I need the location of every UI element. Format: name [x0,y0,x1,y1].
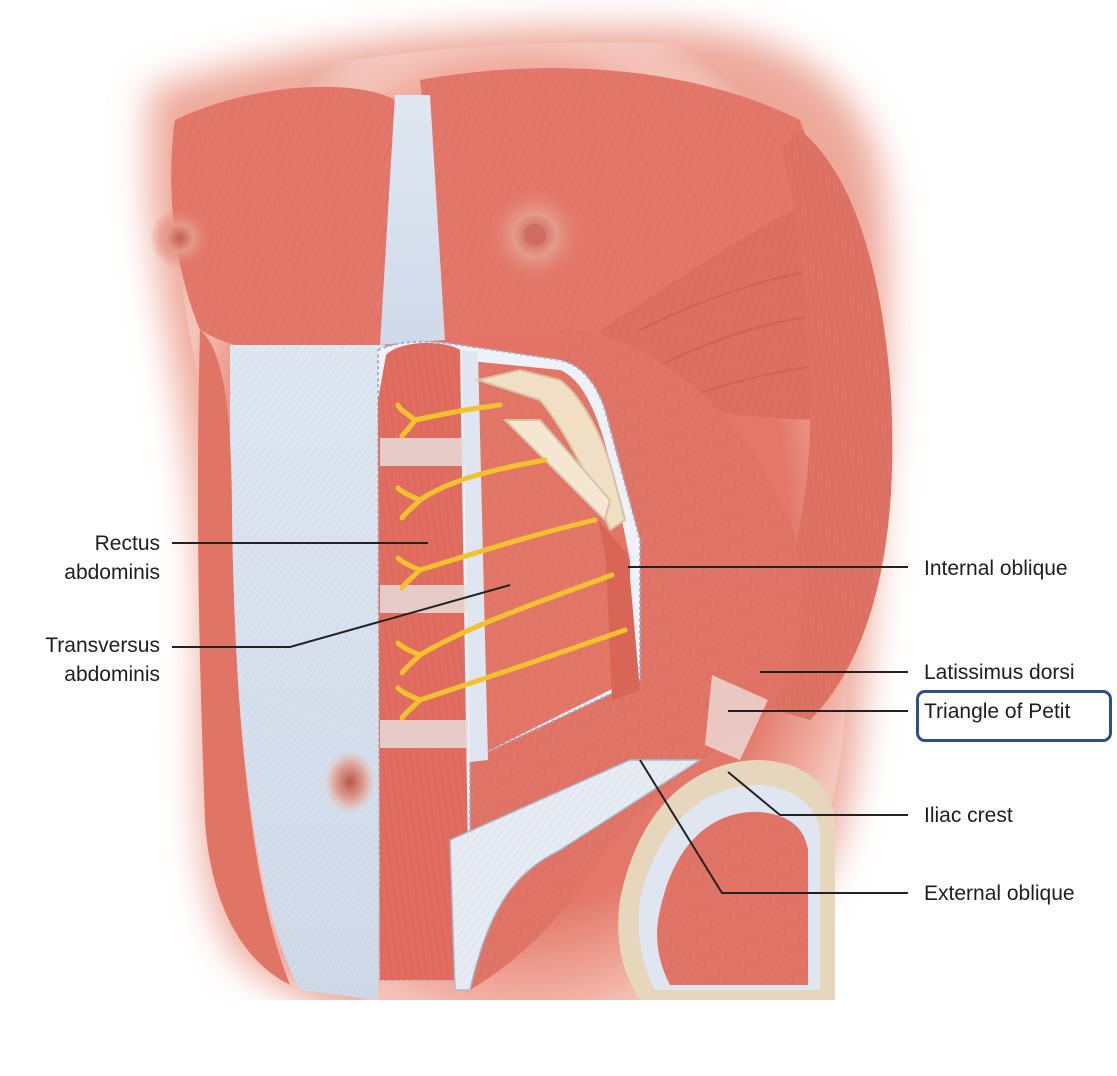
label-triangle-of-petit: Triangle of Petit [924,699,1070,725]
umbilicus [324,750,376,814]
label-transversus-line2: abdominis [10,662,160,688]
label-internal-oblique: Internal oblique [924,556,1068,582]
label-rectus-line2: abdominis [40,560,160,586]
bottom-fade [0,1000,1117,1076]
label-external-oblique: External oblique [924,881,1075,907]
label-iliac-crest: Iliac crest [924,803,1013,829]
left-nipple [150,208,210,268]
label-transversus-line1: Transversus [10,633,160,659]
right-nipple-center [524,224,546,246]
label-latissimus-dorsi: Latissimus dorsi [924,660,1075,686]
label-rectus-line1: Rectus [40,531,160,557]
